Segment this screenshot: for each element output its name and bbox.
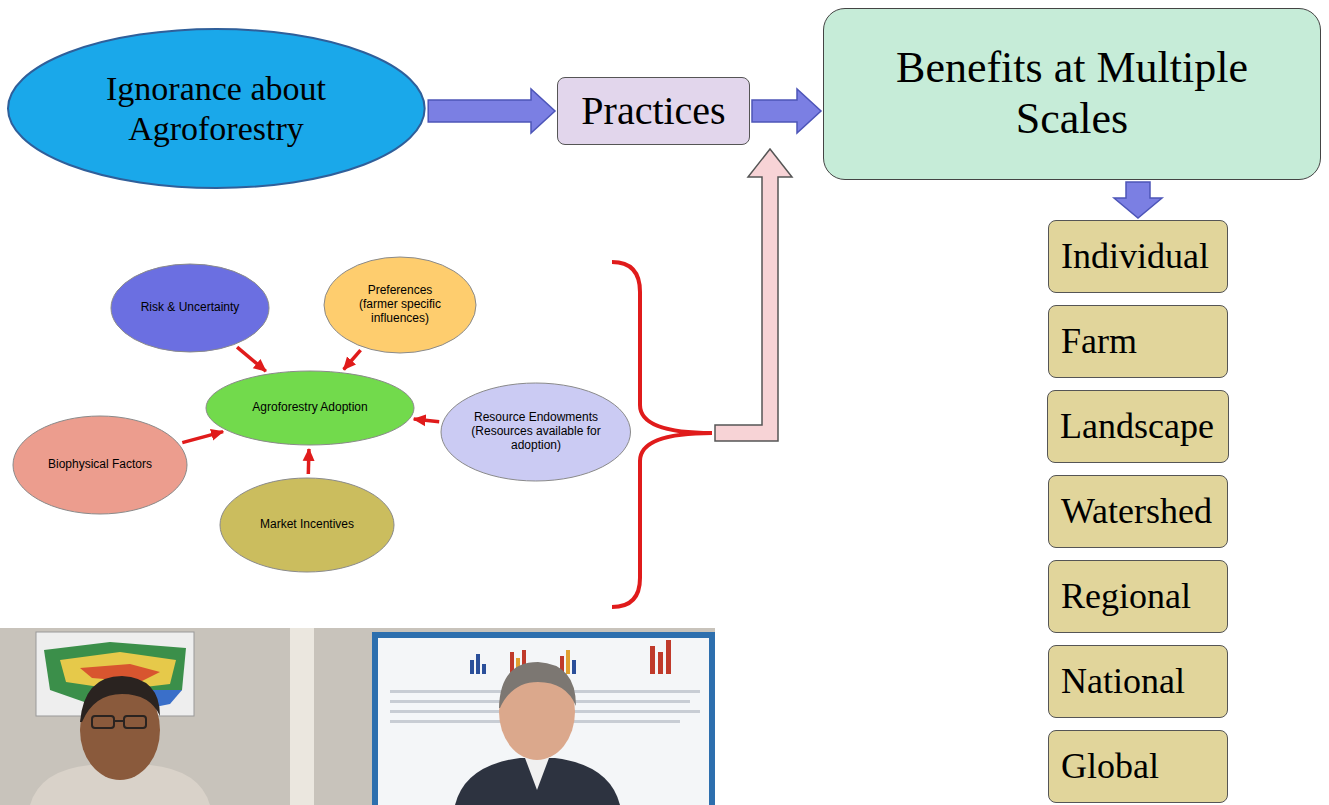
ellipse-shape [206,371,414,445]
scale-box: National [1048,645,1228,718]
node-label: National [1061,661,1185,702]
text-block: National [1061,661,1185,702]
block-arrow [752,89,821,133]
outcome-box: Benefits at Multiple Scales [823,8,1321,180]
text-block: Farm [1061,321,1137,362]
ellipse-shape [111,264,269,352]
text-block: Global [1061,746,1159,787]
ellipse-shape [8,29,425,188]
ellipse-shape [13,416,187,514]
ellipse-shape [220,478,394,572]
factor-ellipse: Resource Endowments(Resources available … [440,382,632,482]
person-glasses [92,716,146,728]
ellipse-shape [324,257,476,353]
scale-box: Individual [1048,220,1228,293]
ellipse-outline [6,27,427,190]
node-label: Resource Endowments [469,411,604,425]
node-note: (Resources available for adoption) [469,425,604,453]
factor-ellipse: Risk & Uncertainty [110,263,270,353]
scale-box: Regional [1048,560,1228,633]
factor-ellipse: Preferences(farmer specific influences) [323,256,477,354]
text-block: Benefits at Multiple Scales [837,43,1307,144]
text-block: Resource Endowments(Resources available … [469,411,604,452]
node-label: Farm [1061,321,1137,362]
node-label: Landscape [1060,406,1214,447]
text-block: Agroforestry Adoption [252,401,367,415]
ellipse-shape [441,383,631,481]
central-ellipse: Agroforestry Adoption [205,370,415,446]
text-block: Individual [1061,236,1209,277]
person-suit [455,758,620,805]
influence-arrow [237,347,266,371]
text-block: Practices [581,88,725,134]
node-label: Preferences [346,284,454,298]
node-label: Market Incentives [260,518,354,532]
photo [0,628,715,805]
block-arrow [715,149,792,441]
block-arrow [1114,182,1162,218]
node-label: Benefits at Multiple Scales [837,43,1307,144]
text-block: Market Incentives [260,518,354,532]
node-label: Biophysical Factors [48,458,152,472]
influence-arrow [307,449,311,474]
poster [372,632,715,805]
text-block: Watershed [1061,491,1212,532]
node-label: Global [1061,746,1159,787]
text-block: Risk & Uncertainty [141,301,240,315]
photo-pole [290,628,314,805]
process-box: Practices [557,77,750,145]
poster-sheet [378,638,709,805]
scale-box: Farm [1048,305,1228,378]
node-label: Watershed [1061,491,1212,532]
text-block: Biophysical Factors [48,458,152,472]
person-collar [525,758,549,790]
scale-box: Watershed [1048,475,1228,548]
text-block: Landscape [1060,406,1214,447]
scale-box: Landscape [1047,390,1229,463]
node-note: (farmer specific influences) [346,298,454,326]
node-label: Agroforestry Adoption [252,401,367,415]
person-hair [80,676,160,722]
node-label: Individual [1061,236,1209,277]
factor-ellipse: Market Incentives [219,477,395,573]
node-label: Ignorance about Agroforestry [66,69,366,147]
node-label: Risk & Uncertainty [141,301,240,315]
node-label: Practices [581,88,725,134]
text-block: Regional [1061,576,1191,617]
influence-arrow [414,419,439,422]
scale-box: Global [1048,730,1228,803]
person-hair [499,662,576,708]
influence-arrow [182,432,223,443]
concept-ellipse: Ignorance about Agroforestry [6,27,427,190]
block-arrow [428,89,555,133]
text-block: Ignorance about Agroforestry [66,69,366,147]
photo-wall [0,628,715,805]
text-block: Preferences(farmer specific influences) [346,284,454,325]
node-label: Regional [1061,576,1191,617]
factor-ellipse: Biophysical Factors [12,415,188,515]
influence-arrow [344,350,361,369]
